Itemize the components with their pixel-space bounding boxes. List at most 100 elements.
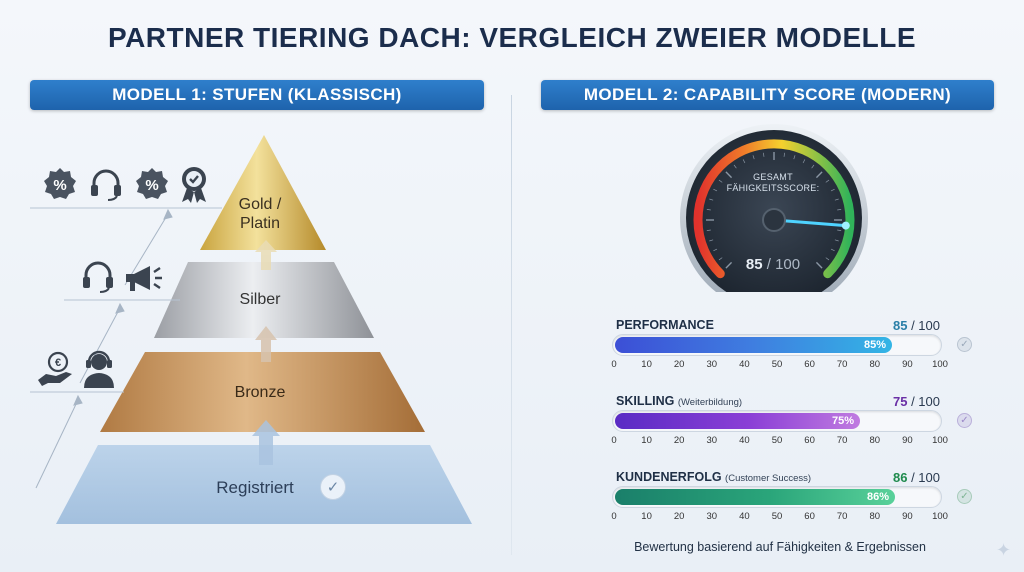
- metric-score-denominator: / 100: [911, 470, 940, 485]
- gauge-tick: [733, 164, 737, 169]
- discount-icon: %: [134, 166, 170, 207]
- gauge-tick: [837, 209, 842, 211]
- metric-tick-label: 90: [902, 435, 913, 446]
- tier-silver-label: Silber: [239, 291, 281, 308]
- model-1-header: MODELL 1: STUFEN (KLASSISCH): [30, 80, 484, 110]
- gauge-tick: [713, 188, 718, 192]
- metric-score: 75 / 100: [893, 394, 940, 409]
- gauge-tick: [837, 229, 842, 231]
- gauge-title: GESAMT FÄHIGKEITSSCORE:: [718, 172, 828, 194]
- metric-tick-label: 40: [739, 511, 750, 522]
- gauge-tick: [815, 171, 823, 179]
- tier-gold-shape: [200, 135, 326, 250]
- gauge-tick: [783, 152, 785, 157]
- check-icon: ✓: [957, 489, 972, 504]
- metric-tick-label: 100: [932, 435, 948, 446]
- metric-tick-label: 10: [641, 435, 652, 446]
- discount-icon: %: [42, 166, 78, 207]
- metric-tick-label: 30: [706, 435, 718, 446]
- metric-progress-bar: 75%: [612, 410, 942, 432]
- tier-bronze-label: Bronze: [234, 384, 286, 401]
- svg-text:%: %: [53, 177, 66, 194]
- metric-score: 86 / 100: [893, 470, 940, 485]
- tier-registered-shape: [56, 445, 472, 524]
- check-icon: ✓: [957, 413, 972, 428]
- metric-tick-label: 90: [902, 359, 913, 370]
- metric-tick-label: 40: [739, 435, 750, 446]
- gauge-title-line1: GESAMT: [753, 172, 793, 182]
- metric-percent-label: 75%: [831, 415, 854, 427]
- metric-score: 85 / 100: [893, 318, 940, 333]
- money-hand-icon: €: [36, 350, 76, 393]
- footnote: Bewertung basierend auf Fähigkeiten & Er…: [634, 540, 926, 554]
- metric-tick-label: 50: [771, 359, 783, 370]
- model-2-header: MODELL 2: CAPABILITY SCORE (MODERN): [541, 80, 994, 110]
- capability-gauge: [680, 124, 868, 292]
- metric-tick-label: 20: [673, 435, 685, 446]
- tier-up-arrows: [252, 240, 280, 465]
- metric-subtitle: (Customer Success): [725, 473, 812, 484]
- metric-tick-label: 90: [902, 511, 913, 522]
- gauge-tick: [718, 179, 723, 183]
- metric-tick-label: 40: [739, 359, 750, 370]
- gauge-tick: [742, 159, 746, 164]
- metric-tick-label: 80: [869, 359, 881, 370]
- metric-score-denominator: / 100: [911, 318, 940, 333]
- metric-tick-label: 80: [869, 511, 881, 522]
- tier-bronze-shape: [100, 352, 425, 432]
- metric-kundenerfolg: KUNDENERFOLG (Customer Success) 86 / 100…: [611, 470, 972, 530]
- headset-icon: [88, 166, 124, 207]
- gauge-score-value: 85: [745, 256, 763, 273]
- progress-arrows: [35, 208, 173, 489]
- headset-icon: [80, 258, 116, 299]
- metric-percent-label: 86%: [866, 491, 889, 503]
- metric-tick-label: 0: [611, 511, 617, 522]
- gauge-title-line2: FÄHIGKEITSSCORE:: [726, 183, 820, 193]
- metric-name-text: KUNDENERFOLG: [616, 470, 722, 484]
- metric-tick-label: 10: [641, 511, 652, 522]
- gauge-tick: [830, 248, 835, 252]
- tier-silver-shape: [154, 262, 374, 338]
- metric-score-value: 75: [892, 394, 908, 409]
- metric-tick-label: 0: [611, 435, 617, 446]
- metric-progress-fill: [615, 413, 860, 429]
- svg-text:€: €: [55, 357, 61, 369]
- metric-tick-label: 60: [804, 359, 815, 370]
- metric-tick-label: 100: [932, 359, 948, 370]
- metric-tick-label: 30: [706, 511, 718, 522]
- metric-progress-bar: 85%: [612, 334, 942, 356]
- tier-registered-label: Registriert: [216, 478, 294, 497]
- metric-score-denominator: / 100: [911, 394, 940, 409]
- gauge-score: 85 / 100: [728, 256, 818, 273]
- metric-score-value: 86: [892, 470, 908, 485]
- gauge-ticks: [706, 152, 842, 269]
- check-icon: ✓: [320, 474, 346, 500]
- metric-name: SKILLING (Weiterbildung): [616, 394, 742, 408]
- metric-name: KUNDENERFOLG (Customer Success): [616, 470, 811, 484]
- metric-tick-label: 50: [771, 511, 783, 522]
- gauge-score-denominator: / 100: [766, 256, 801, 273]
- gauge-tick: [725, 261, 733, 269]
- metric-tick-label: 100: [932, 511, 948, 522]
- gauge-tick: [763, 152, 765, 157]
- page-title: PARTNER TIERING DACH: VERGLEICH ZWEIER M…: [107, 22, 917, 53]
- gauge-tick: [718, 257, 723, 261]
- metric-tick-label: 20: [673, 511, 685, 522]
- tier-gold-label: Gold / Platin: [205, 195, 315, 233]
- metric-skilling: SKILLING (Weiterbildung) 75 / 100 75% ✓ …: [611, 394, 972, 454]
- sparkle-icon: ✦: [996, 540, 1012, 560]
- gauge-tick: [752, 155, 755, 160]
- gauge-tick: [815, 261, 823, 269]
- tier-gold-label-line1: Gold /: [238, 196, 282, 213]
- tier-gold-label-line2: Platin: [239, 215, 281, 232]
- gauge-tick: [834, 198, 839, 201]
- gauge-tick: [709, 239, 714, 242]
- metric-tick-label: 60: [804, 511, 815, 522]
- gauge-tick: [725, 171, 733, 179]
- metric-subtitle: (Weiterbildung): [677, 397, 743, 408]
- metric-percent-label: 85%: [863, 339, 886, 351]
- gauge-tick: [802, 159, 806, 164]
